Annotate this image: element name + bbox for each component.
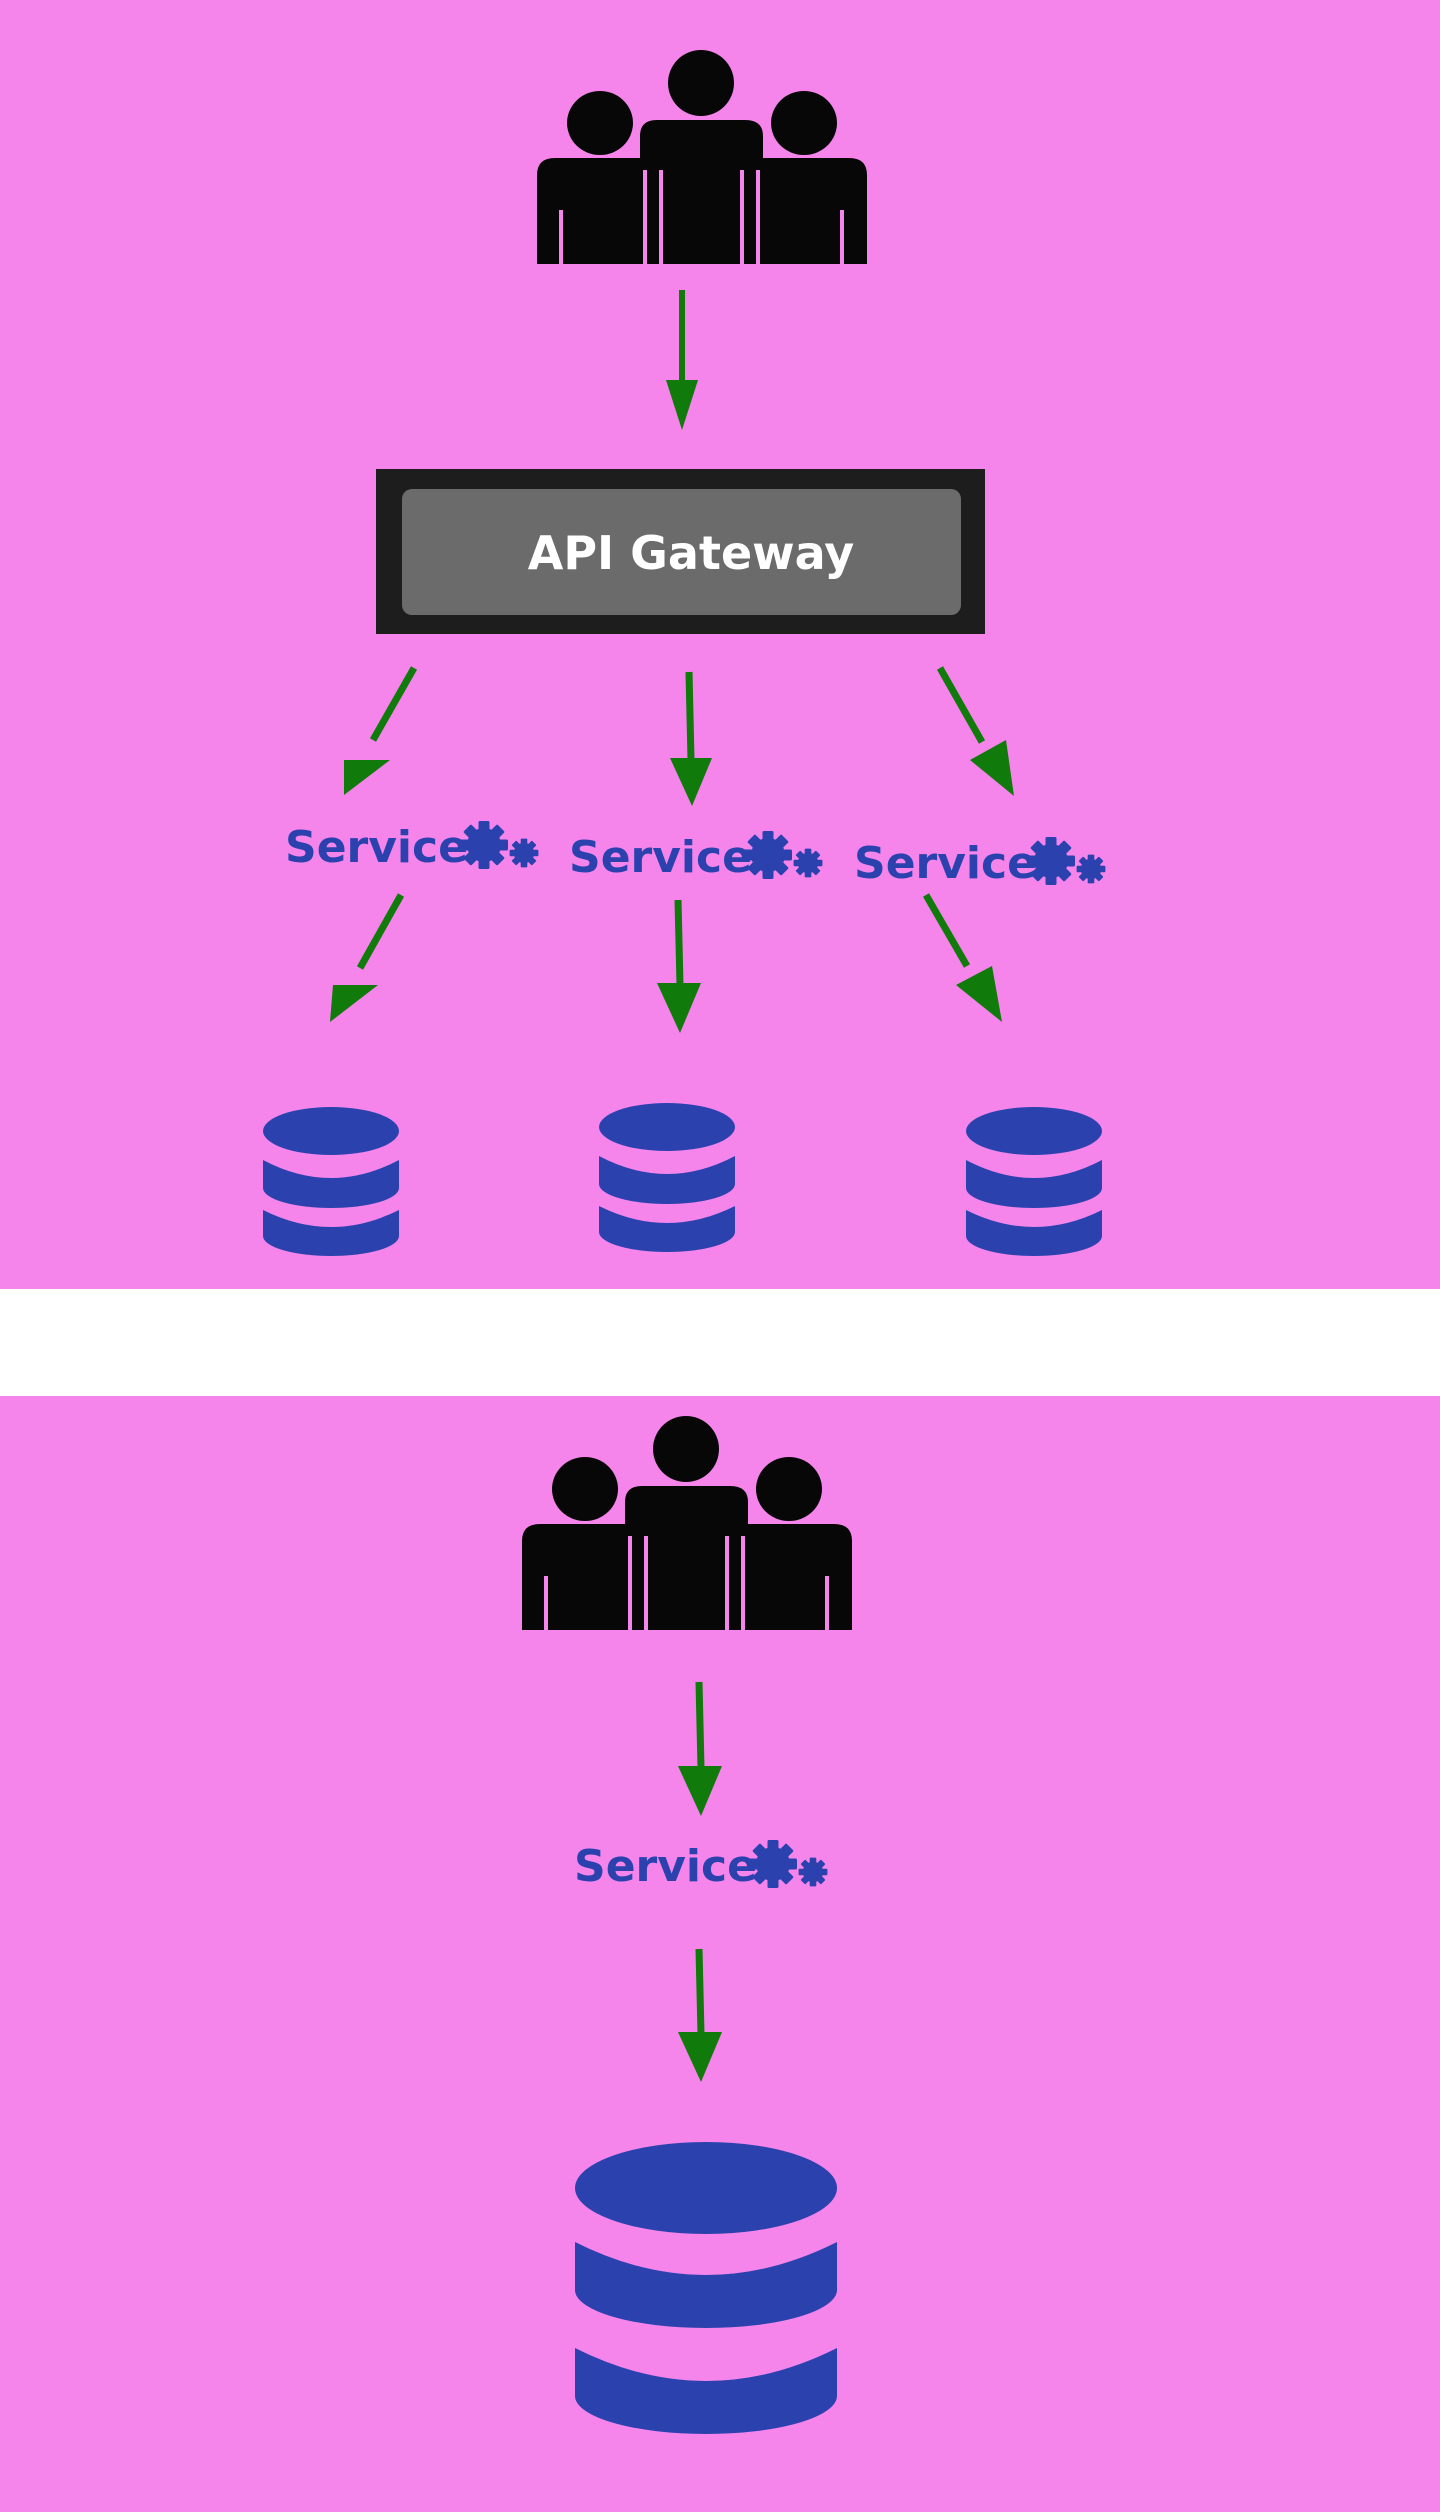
service-label: Service [569,832,752,883]
gateway-label: API Gateway [528,526,855,580]
monolith-diagram-panel: Service [0,1396,1440,2512]
service-label: Service [285,822,468,873]
monolith-diagram: Service [0,1396,1440,2512]
service-label: Service [574,1841,757,1892]
service-node-1: Service [285,821,539,873]
arrow-gateway-to-service-3 [936,666,1014,796]
database-icon [599,1103,735,1252]
database-icon [575,2142,837,2434]
arrow-users-to-gateway [666,290,698,430]
service-label: Service [854,838,1037,889]
panel-divider [0,1289,1440,1396]
arrow-gateway-to-service-1 [344,666,418,795]
service-node-2: Service [569,831,823,883]
service-node-3: Service [854,837,1106,889]
microservices-diagram-panel: API Gateway Service Service [0,0,1440,1289]
service-node: Service [574,1840,828,1892]
gateway-inner-panel [402,489,961,615]
database-icon [263,1107,399,1256]
arrow-service-2-to-database-2 [657,899,701,1033]
api-gateway-box: API Gateway [376,469,985,634]
arrow-users-to-service [678,1681,722,1816]
arrow-service-to-database [678,1948,722,2082]
arrow-gateway-to-service-2 [670,671,712,806]
arrow-service-3-to-database-3 [922,893,1002,1022]
arrow-service-1-to-database-1 [330,893,405,1022]
database-icon [966,1107,1102,1256]
microservices-diagram: API Gateway Service Service [0,0,1440,1289]
